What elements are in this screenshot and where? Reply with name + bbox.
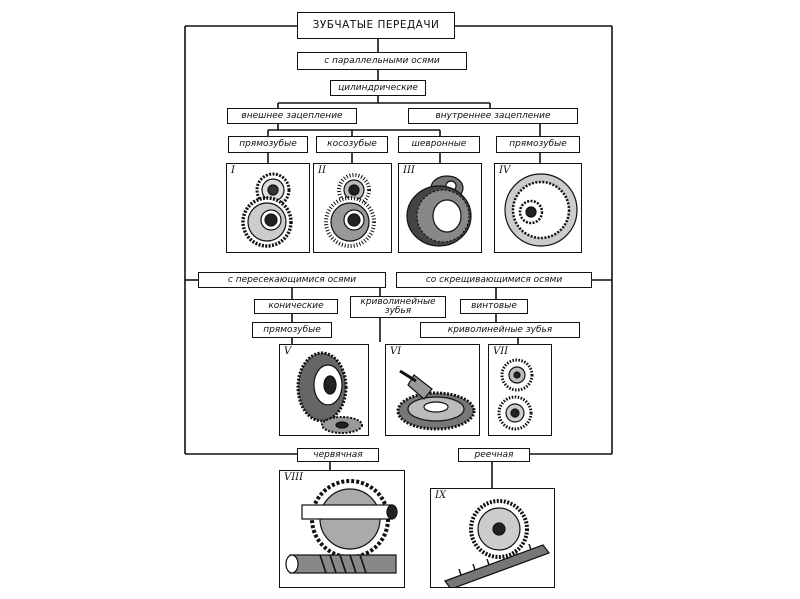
panel-internal-spur: IV xyxy=(494,163,582,253)
screw-gears-label: винтовые xyxy=(460,299,528,314)
panel-screw: VII xyxy=(488,344,552,436)
internal-gear-image xyxy=(504,173,578,247)
curved-teeth-line1: криволинейные xyxy=(360,297,436,307)
worm-gear-image xyxy=(285,479,398,574)
spur-gear-pair-image xyxy=(241,172,293,248)
parallel-axes-label: с параллельными осями xyxy=(297,52,467,70)
panel-number: I xyxy=(231,165,235,176)
panel-herringbone: III xyxy=(398,163,482,253)
curved-teeth-line2: зубья xyxy=(384,306,412,316)
rack-gear-label: реечная xyxy=(458,448,530,462)
panel-number: II xyxy=(318,165,326,176)
helical-gears-label: косозубые xyxy=(316,136,388,153)
panel-worm: VIII xyxy=(279,470,405,588)
panel-number: IX xyxy=(435,490,447,501)
panel-number: VI xyxy=(390,346,402,357)
cylindrical-label: цилиндрические xyxy=(330,80,426,96)
herringbone-gears-label: шевронные xyxy=(398,136,480,153)
panel-spur-external: I xyxy=(226,163,310,253)
panel-helical: II xyxy=(313,163,392,253)
spiral-bevel-gear-image xyxy=(396,369,476,431)
curved-teeth-label-1: криволинейные зубья xyxy=(350,296,446,318)
panel-bevel-curved: VI xyxy=(385,344,480,436)
panel-number: V xyxy=(284,346,292,357)
intersecting-axes-label: с пересекающимися осями xyxy=(198,272,386,288)
internal-mesh-label: внутреннее зацепление xyxy=(408,108,578,124)
panel-rack: IX xyxy=(430,488,555,588)
spur-gears-label-1: прямозубые xyxy=(228,136,308,153)
helical-gear-pair-image xyxy=(324,173,376,248)
diagram-title: ЗУБЧАТЫЕ ПЕРЕДАЧИ xyxy=(297,12,455,39)
crossed-axes-label: со скрещивающимися осями xyxy=(396,272,592,288)
panel-bevel-spur: V xyxy=(279,344,369,436)
external-mesh-label: внешнее зацепление xyxy=(227,108,357,124)
spur-gears-label-2: прямозубые xyxy=(496,136,580,153)
panel-number: VII xyxy=(493,346,509,357)
panel-number: III xyxy=(403,165,415,176)
curved-teeth-label-2: криволинейные зубья xyxy=(420,322,580,338)
panel-number: VIII xyxy=(284,472,304,483)
rack-and-pinion-image xyxy=(444,499,550,587)
panel-number: IV xyxy=(499,165,511,176)
herringbone-gear-pair-image xyxy=(406,175,472,247)
bevel-gear-pair-image xyxy=(296,351,363,434)
screw-gear-pair-image xyxy=(497,358,534,431)
bevel-gears-label: конические xyxy=(254,299,338,314)
worm-gear-label: червячная xyxy=(297,448,379,462)
spur-gears-label-3: прямозубые xyxy=(252,322,332,338)
